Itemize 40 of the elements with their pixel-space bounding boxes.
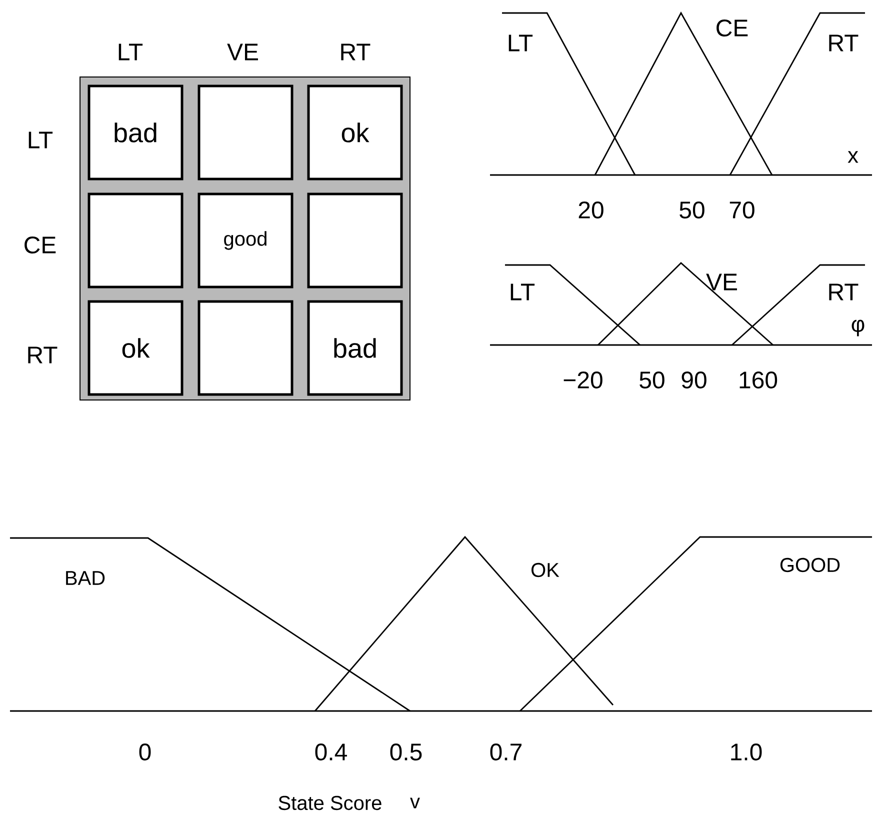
axis-variable: v [410, 798, 420, 808]
axis-variable: φ [852, 320, 864, 336]
rule-cell: bad [307, 300, 403, 396]
row-header: CE [24, 236, 56, 254]
column-header: LT [118, 44, 143, 60]
rule-cell [198, 300, 294, 396]
rule-cell: ok [307, 84, 403, 180]
rule-cell [307, 192, 403, 288]
tick-label: 50 [640, 372, 664, 388]
column-header: VE [227, 44, 258, 60]
row-header: RT [28, 346, 58, 364]
tick-label: 50 [680, 202, 704, 218]
term-label: GOOD [780, 558, 840, 572]
tick-label: −20 [564, 372, 602, 388]
tick-label: 70 [730, 202, 754, 218]
tick-label: 0 [139, 744, 151, 760]
column-header: RT [341, 44, 370, 60]
rule-cell: good [198, 192, 294, 288]
rule-cell [198, 84, 294, 180]
term-label: LT [508, 34, 533, 52]
term-label: VE [706, 274, 737, 290]
tick-label: 0.7 [490, 744, 522, 760]
axis-variable: x [848, 151, 858, 163]
rule-cell: bad [88, 84, 184, 180]
term-label: BAD [66, 571, 105, 585]
tick-label: 90 [682, 372, 706, 388]
tick-label: 0.4 [315, 744, 347, 760]
term-label: OK [532, 562, 560, 578]
rule-cell [88, 192, 184, 288]
term-label: CE [716, 20, 748, 36]
rule-cell: ok [88, 300, 184, 396]
term-label: RT [829, 34, 858, 52]
term-label: LT [510, 284, 535, 300]
tick-label: 160 [740, 372, 778, 388]
tick-label: 20 [578, 202, 604, 218]
row-header: LT [28, 132, 53, 148]
term-label: RT [829, 284, 858, 300]
tick-label: 0.5 [390, 744, 422, 760]
tick-label: 1.0 [731, 744, 762, 760]
axis-title: State Score [278, 796, 382, 810]
